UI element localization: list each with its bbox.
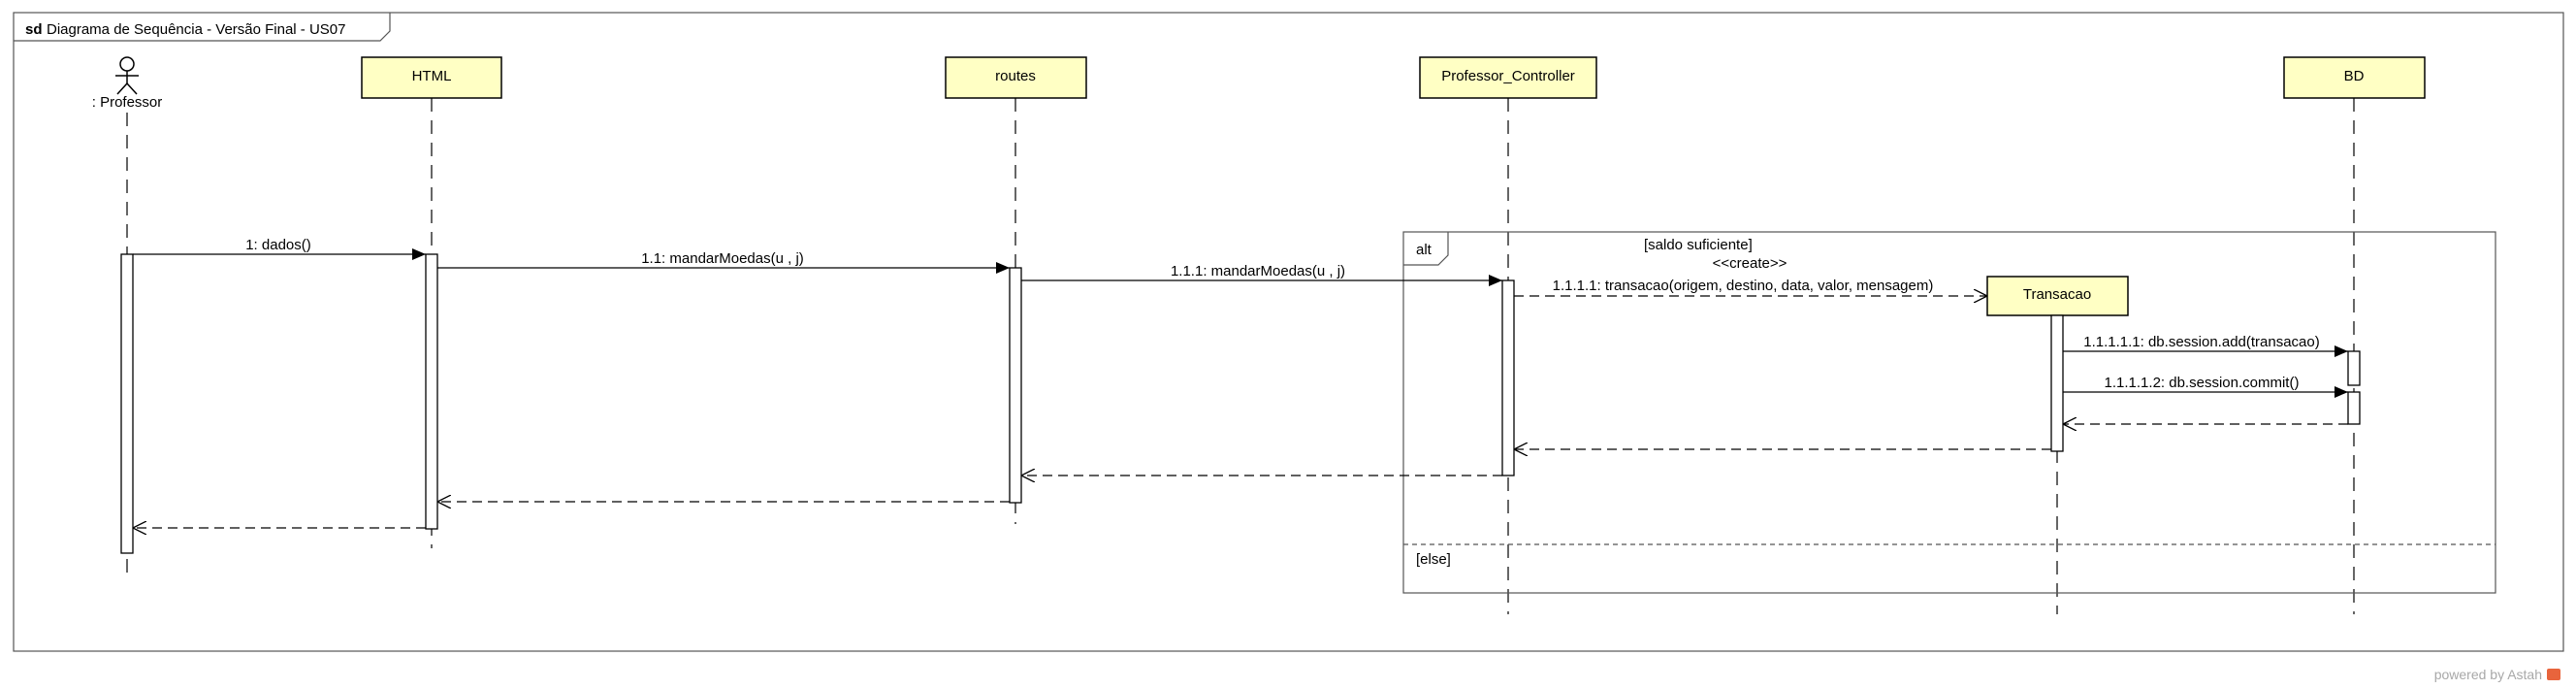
alt-guard-saldo: [saldo suficiente] — [1644, 237, 1753, 253]
activation-actor — [120, 253, 134, 554]
message-1-label: 1: dados() — [245, 237, 311, 253]
astah-logo-icon — [2547, 669, 2560, 680]
message-labels: 1: dados() 1.1: mandarMoedas(u , j) 1.1.… — [245, 237, 2320, 391]
sd-frame-title: Diagrama de Sequência - Versão Final - U… — [47, 21, 346, 38]
activation-bd-add — [2347, 350, 2361, 386]
activation-routes — [1009, 267, 1022, 504]
lifeline-head-routes[interactable]: routes — [945, 56, 1087, 99]
lifeline-lines — [126, 98, 2355, 614]
lifeline-label-controller: Professor_Controller — [1441, 68, 1575, 84]
astah-watermark: powered by Astah — [2434, 667, 2560, 682]
activation-bd-commit — [2347, 391, 2361, 425]
alt-fragment-border — [1402, 231, 2496, 594]
message-1-1-1-1-1-label: 1.1.1.1.1: db.session.add(transacao) — [2083, 334, 2320, 350]
actor-professor[interactable]: : Professor — [92, 56, 163, 111]
lifeline-label-html: HTML — [412, 68, 452, 84]
lifeline-label-transacao: Transacao — [2023, 286, 2091, 303]
return-messages — [133, 424, 2348, 528]
lifeline-head-transacao[interactable]: Transacao — [1986, 276, 2129, 316]
lifeline-head-bd[interactable]: BD — [2283, 56, 2426, 99]
sd-frame: sd Diagrama de Sequência - Versão Final … — [13, 12, 2564, 652]
watermark-text: powered by Astah — [2434, 667, 2542, 682]
sd-frame-tab — [14, 13, 391, 42]
message-1-1-label: 1.1: mandarMoedas(u , j) — [641, 250, 804, 267]
sync-messages — [133, 248, 2348, 398]
activation-controller — [1501, 279, 1515, 476]
message-1-1-1-1-label: 1.1.1.1: transacao(origem, destino, data… — [1553, 278, 1934, 294]
activation-html — [425, 253, 438, 530]
activation-bars — [120, 253, 2361, 554]
alt-fragment-tab — [1403, 232, 1449, 266]
lifeline-label-bd: BD — [2344, 68, 2365, 84]
sd-frame-keyword: sd — [25, 21, 43, 38]
actor-stick-figure-icon — [115, 56, 139, 95]
lifeline-label-routes: routes — [995, 68, 1036, 84]
alt-guard-else: [else] — [1416, 551, 1451, 568]
message-create-stereotype: <<create>> — [1713, 255, 1787, 272]
actor-label: : Professor — [92, 94, 163, 111]
alt-operator-label: alt — [1416, 242, 1433, 258]
alt-fragment: alt [saldo suficiente] [else] — [1402, 231, 2496, 594]
message-1-1-1-1-2-label: 1.1.1.1.2: db.session.commit() — [2105, 375, 2300, 391]
lifeline-head-html[interactable]: HTML — [361, 56, 502, 99]
message-1-1-1-label: 1.1.1: mandarMoedas(u , j) — [1171, 263, 1345, 279]
lifeline-head-controller[interactable]: Professor_Controller — [1419, 56, 1597, 99]
sd-frame-border — [13, 12, 2564, 652]
activation-transacao — [2050, 314, 2064, 452]
